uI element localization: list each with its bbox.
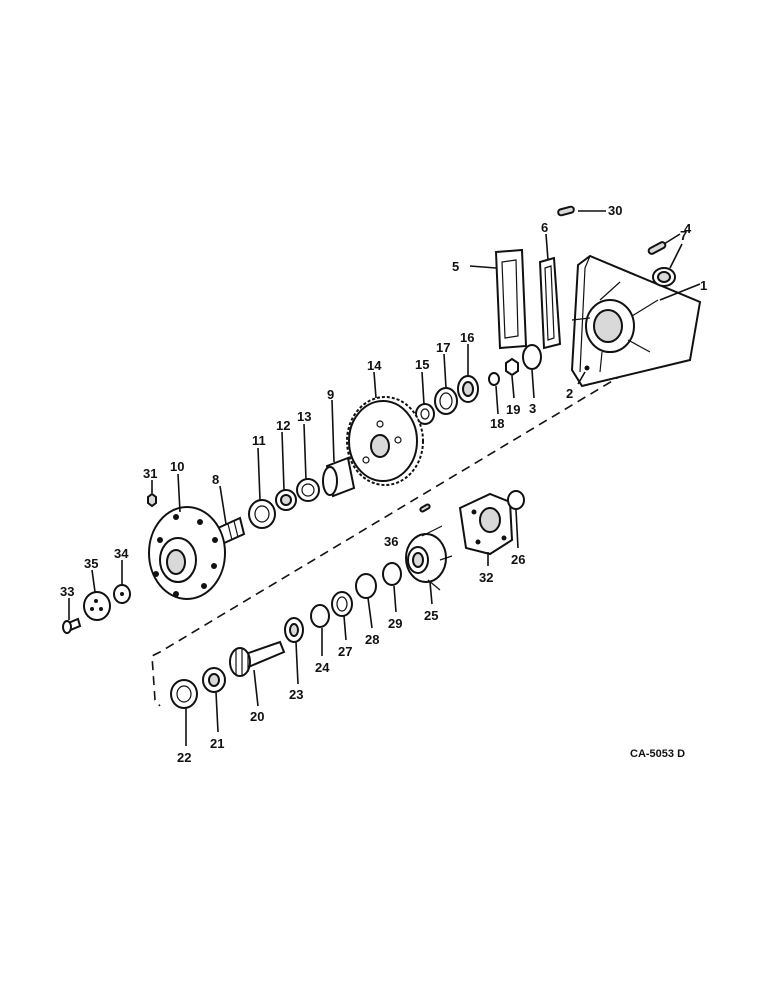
callout-14: 14 — [367, 358, 382, 373]
callout-21: 21 — [210, 736, 224, 751]
callout-11: 11 — [252, 433, 266, 448]
gear-part — [346, 396, 424, 486]
callout-35: 35 — [84, 556, 98, 571]
carrier-part — [458, 492, 514, 556]
callout-27: 27 — [338, 644, 352, 659]
nut-part — [505, 357, 519, 377]
fitting-part — [584, 365, 590, 371]
callout-22: 22 — [177, 750, 191, 765]
callout-17: 17 — [436, 340, 450, 355]
bearing-part — [275, 489, 297, 511]
callout-4: 4 — [684, 221, 692, 236]
bearing-cup-part — [434, 387, 458, 415]
callout-25: 25 — [424, 608, 438, 623]
plate-part — [83, 591, 111, 621]
callout-10: 10 — [170, 459, 184, 474]
callout-19: 19 — [506, 402, 520, 417]
housing-part — [570, 254, 702, 388]
callout-15: 15 — [415, 357, 429, 372]
washer-part-3 — [382, 562, 402, 586]
bearing-cup-part-4 — [170, 679, 198, 709]
ring-part-3 — [507, 490, 525, 510]
callout-24: 24 — [315, 660, 330, 675]
callout-1: 1 — [700, 278, 707, 293]
callout-26: 26 — [511, 552, 525, 567]
pin-part-2 — [557, 205, 575, 217]
callout-6: 6 — [541, 220, 548, 235]
gasket-part — [494, 248, 528, 350]
bolt-part — [62, 617, 82, 634]
callout-5: 5 — [452, 259, 459, 274]
callout-23: 23 — [289, 687, 303, 702]
snap-ring-part — [355, 573, 377, 599]
pinion-shaft-part — [229, 640, 286, 677]
callout-18: 18 — [490, 416, 504, 431]
callout-2: 2 — [566, 386, 573, 401]
drawing-reference: CA-5053 D — [630, 748, 685, 760]
pin-part — [647, 241, 667, 255]
pin-part-3 — [419, 503, 431, 513]
callout-31: 31 — [143, 466, 157, 481]
callout-9: 9 — [327, 387, 334, 402]
callout-7: 7 — [680, 228, 687, 243]
callout-12: 12 — [276, 418, 290, 433]
bearing-cup-part-3 — [331, 591, 353, 617]
callout-13: 13 — [297, 409, 311, 424]
callout-28: 28 — [365, 632, 379, 647]
callout-20: 20 — [250, 709, 264, 724]
bushing-part — [652, 267, 676, 287]
callout-16: 16 — [460, 330, 474, 345]
hub-part — [148, 506, 226, 600]
callout-3: 3 — [529, 401, 536, 416]
sleeve-part — [322, 456, 356, 498]
callout-8: 8 — [212, 472, 219, 487]
o-ring-part — [522, 344, 542, 370]
washer-part — [488, 372, 500, 386]
ring-part — [415, 403, 435, 425]
callout-34: 34 — [114, 546, 129, 561]
callout-33: 33 — [60, 584, 74, 599]
callout-30: 30 — [608, 203, 622, 218]
ring-part-4 — [310, 604, 330, 628]
gasket-part-2 — [538, 256, 562, 350]
bearing-cone-part-2 — [284, 617, 304, 643]
bearing-cup-part-2 — [248, 499, 276, 529]
flange-part — [405, 525, 453, 591]
nut-part-2 — [147, 492, 157, 508]
bearing-part-2 — [202, 667, 226, 693]
callout-36: 36 — [384, 534, 398, 549]
washer-part-2 — [113, 584, 131, 604]
callout-29: 29 — [388, 616, 402, 631]
ring-part-2 — [296, 478, 320, 502]
bearing-cone-part — [457, 375, 479, 403]
callout-32: 32 — [479, 570, 493, 585]
